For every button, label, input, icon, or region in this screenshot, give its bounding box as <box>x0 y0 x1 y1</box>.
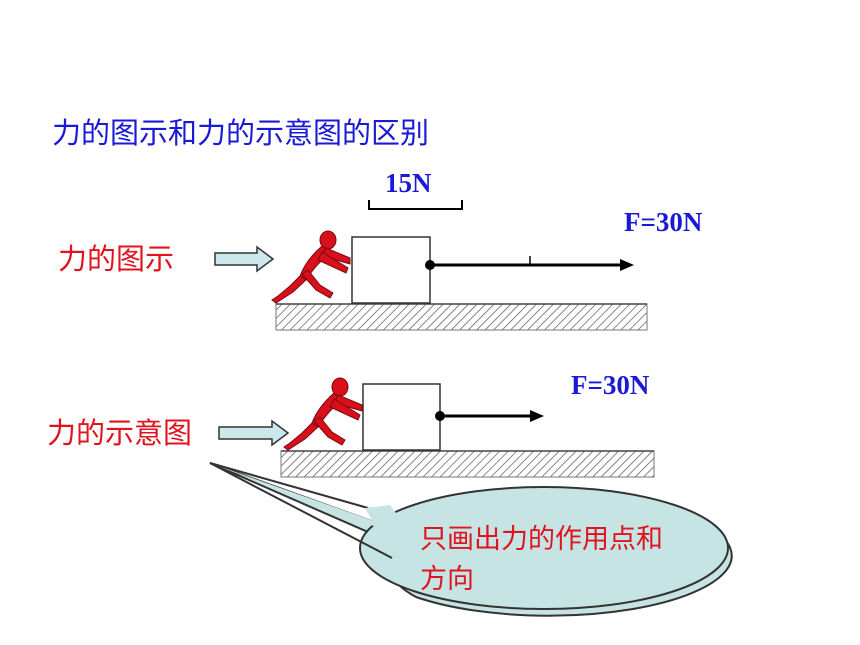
force-arrow-1 <box>425 256 634 271</box>
diagram2-label: 力的示意图 <box>47 416 193 450</box>
force-label-2: F=30N <box>571 370 650 400</box>
pushing-figure-1 <box>271 230 351 304</box>
scale-label: 15N <box>385 168 432 198</box>
callout-text: 只画出力的作用点和方向 <box>420 524 663 595</box>
box-2 <box>362 383 441 451</box>
force-label-1: F=30N <box>624 207 703 237</box>
diagram1-label: 力的图示 <box>58 242 175 276</box>
scale-bracket <box>368 200 463 210</box>
pointer-arrow-2 <box>218 419 290 447</box>
page-title: 力的图示和力的示意图的区别 <box>52 116 430 150</box>
pointer-arrow-1 <box>214 245 275 273</box>
ground-1 <box>275 303 648 331</box>
force-arrow-2 <box>435 410 544 422</box>
box-1 <box>351 236 431 304</box>
ground-2 <box>280 450 655 478</box>
pushing-figure-2 <box>283 377 363 451</box>
